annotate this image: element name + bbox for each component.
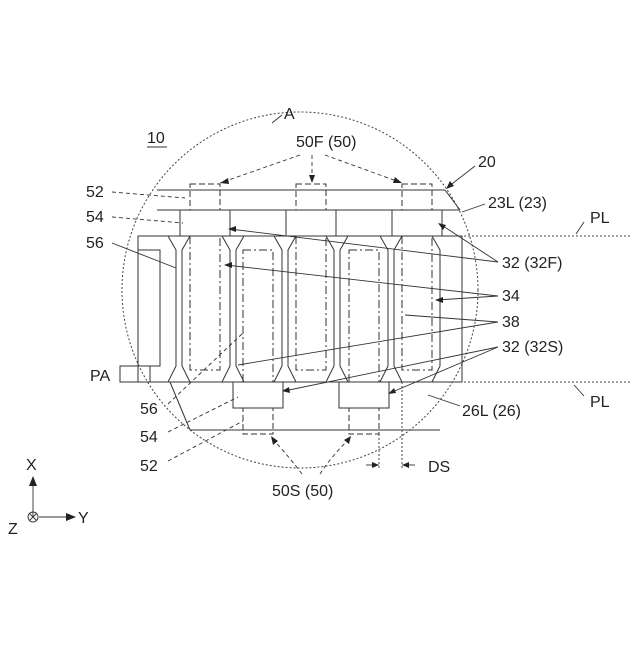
leader-54-top [112,217,183,223]
leaders-32f [228,223,498,262]
label-54-bottom: 54 [140,429,158,446]
label-38: 38 [502,314,520,331]
label-50s: 50S (50) [272,483,333,500]
label-50f: 50F (50) [296,134,356,151]
coordinate-axes [28,476,76,522]
label-pl-top: PL [590,210,610,227]
leader-56-top [112,243,176,268]
label-56-bottom: 56 [140,401,158,418]
label-52-bottom: 52 [140,458,158,475]
leader-23l [462,204,485,212]
label-56-top: 56 [86,235,104,252]
label-32f: 32 (32F) [502,255,562,272]
label-a: A [284,106,295,123]
label-20: 20 [478,154,496,171]
leader-52-bottom [168,421,243,461]
leaders-38 [238,315,498,365]
leaders-50f [220,155,402,184]
leader-56-bottom [168,333,243,404]
region-a-circle [122,112,478,468]
figure-number: 10 [147,130,165,147]
cell-frame [120,236,462,382]
axis-label-z: Z [8,521,18,538]
conductors-50f [180,184,442,370]
ds-dimension [366,382,415,470]
leaders-50s [271,436,351,474]
upper-layer-23l [157,190,460,210]
label-34: 34 [502,288,520,305]
label-32s: 32 (32S) [502,339,563,356]
leader-26l [428,395,460,406]
leader-pl-bottom [574,385,584,396]
leaders-32s [282,347,498,394]
leaders-34 [224,262,498,303]
column-elements [138,236,440,382]
conductors-50s [233,250,389,434]
label-23l: 23L (23) [488,195,547,212]
pa-bracket [120,366,150,382]
leader-a [272,115,282,123]
label-54-top: 54 [86,209,104,226]
label-52-top: 52 [86,184,104,201]
label-ds: DS [428,459,450,476]
label-26l: 26L (26) [462,403,521,420]
leader-20 [446,166,475,189]
leader-pl-top [576,222,584,234]
axis-label-x: X [26,457,37,474]
axis-label-y: Y [78,510,89,527]
label-pl-bottom: PL [590,394,610,411]
label-pa: PA [90,368,110,385]
